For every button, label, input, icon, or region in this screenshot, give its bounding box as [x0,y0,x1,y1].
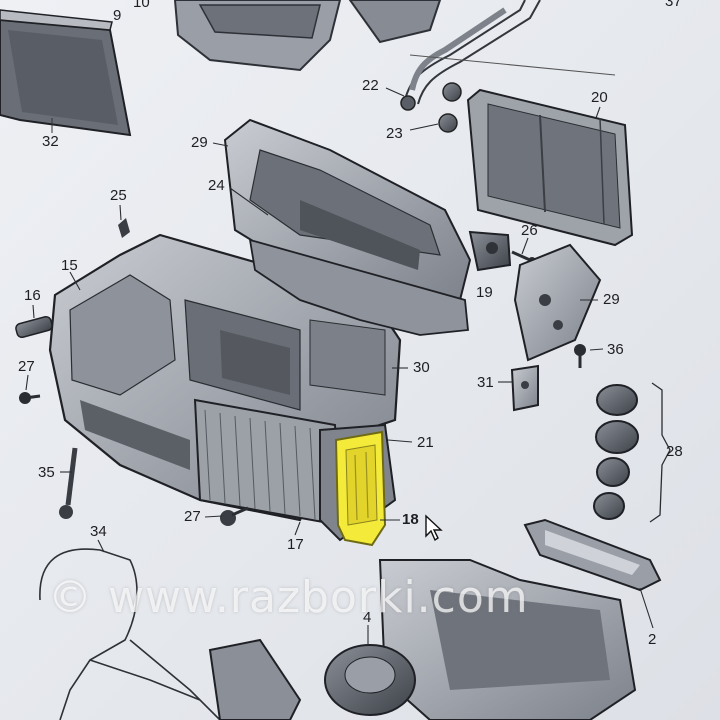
callout-24: 24 [208,177,225,194]
callout-35: 35 [38,464,55,481]
callout-9: 9 [113,7,122,24]
leader-frame-top [409,54,616,76]
callout-21: 21 [417,434,434,451]
part-17-evaporator [193,398,342,527]
part-16-bolt [15,315,53,339]
callout-20: 20 [591,89,608,106]
callout-36: 36 [607,341,624,358]
callout-2: 2 [648,631,657,648]
part-20-heater-core [466,88,634,247]
part-35-drain [59,447,78,519]
callout-26: 26 [521,222,538,239]
callout-25: 25 [110,187,127,204]
part-24-air-duct [223,118,472,301]
part-22-pipes [404,0,541,105]
part-32-cabin-filter [0,9,132,137]
callout-30: 30 [413,359,430,376]
part-2-seal-frame [523,518,662,592]
callout-4: 4 [363,609,372,626]
callout-27-lower: 27 [184,508,201,525]
callout-34: 34 [90,523,107,540]
callout-15: 15 [61,257,78,274]
part-4-blower-motor [324,644,416,716]
mouse-cursor-icon [425,514,443,542]
callout-17: 17 [287,536,304,553]
watermark-text: © www.razborki.com [48,572,529,623]
callout-10: 10 [133,0,150,11]
callout-28: 28 [666,443,683,460]
part-lower-duct [208,638,302,720]
callout-29-right: 29 [603,291,620,308]
callout-23: 23 [386,125,403,142]
part-31-bracket [510,364,539,412]
part-23-grommets [400,82,462,133]
part-29-bracket-right [513,243,602,362]
callout-16: 16 [24,287,41,304]
part-27-screw-lower [220,506,249,526]
callout-32: 32 [42,133,59,150]
callout-27-left: 27 [18,358,35,375]
part-27-screw-left [19,392,41,404]
part-19-actuator [468,230,512,272]
callout-19: 19 [476,284,493,301]
part-25-clip [118,218,130,238]
callout-31: 31 [477,374,494,391]
callout-37: 37 [665,0,682,10]
part-18-highlighted-component [334,430,387,547]
callout-18-highlighted: 18 [402,511,419,528]
part-28-discs [593,382,671,523]
callout-22: 22 [362,77,379,94]
callout-29-top: 29 [191,134,208,151]
part-30-frame [248,238,469,336]
part-36-screw [574,344,586,368]
part-10-housing-top [173,0,442,72]
part-34-wiring-harness [39,548,221,720]
leader-lines [25,87,654,645]
